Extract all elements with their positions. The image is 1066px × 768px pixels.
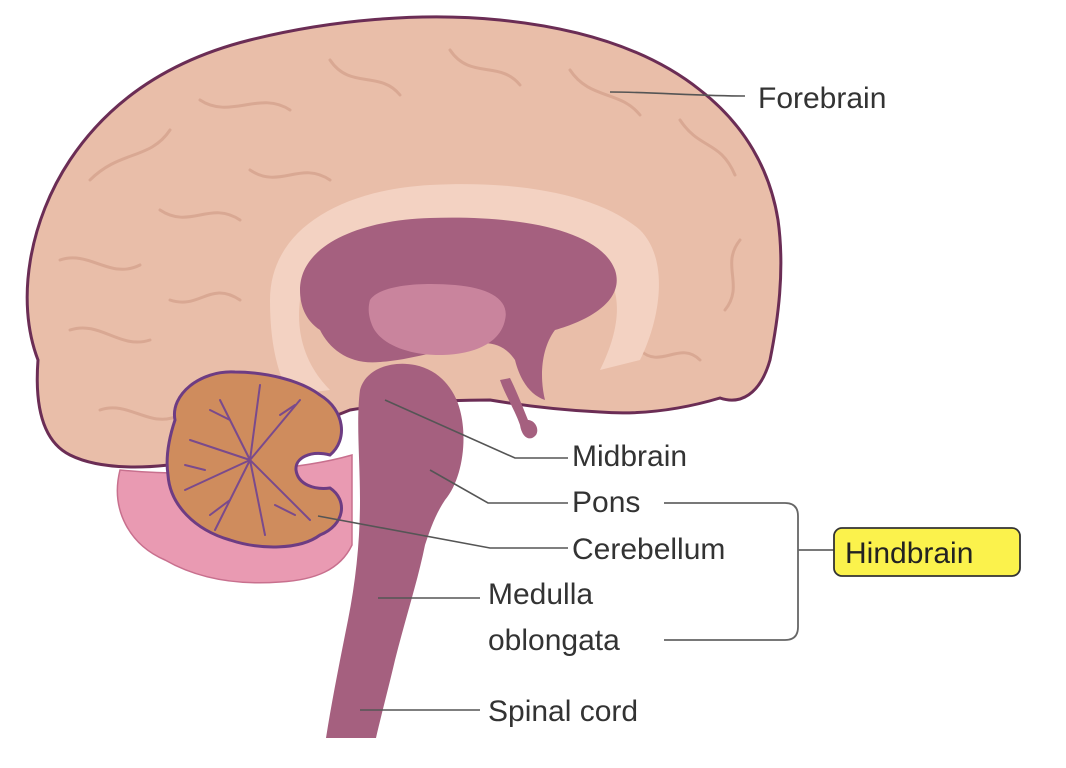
pons-leader [429,469,568,504]
cerebellum [165,370,343,549]
spinal-cord-label: Spinal cord [488,695,638,728]
gyri-texture [58,48,742,421]
forebrain-label: Forebrain [758,82,886,115]
midbrain-label: Midbrain [572,440,687,473]
hindbrain-label: Hindbrain [845,537,973,570]
pons-label: Pons [572,486,640,519]
leader-lines [317,91,746,711]
pituitary-fold [500,378,538,439]
midbrain-leader [384,399,568,459]
brainstem [326,363,464,738]
hindbrain-highlight [833,527,1021,577]
medulla-label-line1: Medulla [488,578,593,611]
hindbrain-bracket [664,502,799,641]
thalamus [368,283,506,355]
cerebellum-label: Cerebellum [572,533,725,566]
forebrain-leader [609,91,746,97]
cerebellum-leader [317,515,568,549]
medulla-label-line2: oblongata [488,624,620,657]
